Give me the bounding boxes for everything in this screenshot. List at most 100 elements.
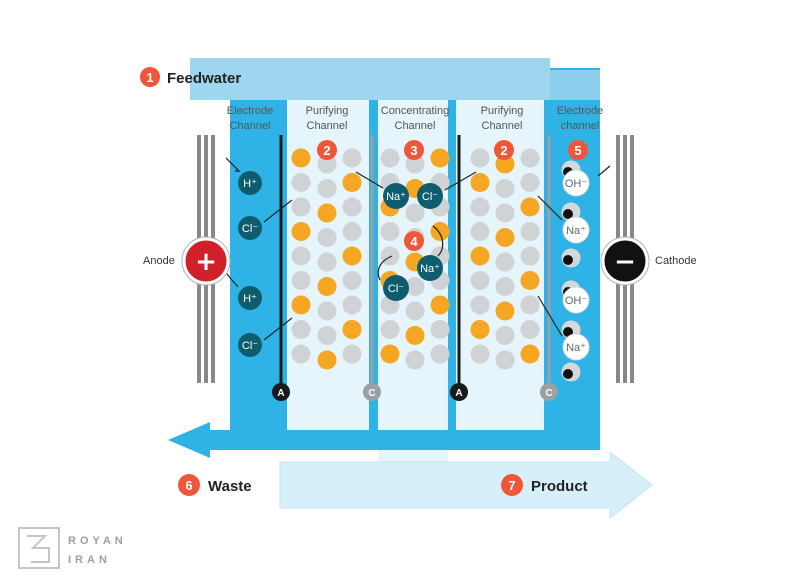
resin-bead <box>430 295 450 315</box>
ions: H⁺ Cl⁻ H⁺ Cl⁻ Na⁺ Cl⁻ Na⁺ Cl⁻ OH⁻ Na⁺ OH… <box>238 169 590 361</box>
step-badge-5 <box>568 140 588 160</box>
membrane-label-a: A <box>277 388 284 399</box>
resin-bead <box>520 271 540 290</box>
resin-bead <box>342 148 362 168</box>
resin-bead <box>291 246 311 266</box>
resin-bead <box>520 320 540 339</box>
membrane-label-c: C <box>368 388 375 399</box>
cathode: − Cathode <box>600 236 697 286</box>
resin-bead <box>317 326 337 345</box>
resin-bead <box>430 148 450 168</box>
channel-header-purifying-right: Channel <box>482 120 523 132</box>
resin-bead <box>291 320 311 339</box>
step-badges: 1 Feedwater 2 3 2 4 5 6 Waste 7 Product <box>140 67 588 496</box>
step-badge-3 <box>404 140 424 160</box>
resin-bead <box>342 173 362 192</box>
product-label: Product <box>531 478 588 495</box>
step-number-7: 7 <box>508 478 515 493</box>
resin-bead <box>470 271 490 290</box>
resin-bead <box>430 222 450 241</box>
resin-bead <box>291 295 311 315</box>
resin-bead-core <box>563 255 573 265</box>
channel-wall <box>448 100 456 450</box>
resin-bead <box>495 252 515 272</box>
step-badge-4 <box>404 231 424 251</box>
resin-bead <box>317 277 337 296</box>
resin-bead <box>317 350 337 370</box>
step-badge-7 <box>501 474 523 496</box>
resin-bead <box>317 301 337 321</box>
membrane-label-a: A <box>455 388 462 399</box>
step-number-5: 5 <box>574 143 581 158</box>
resin-bead <box>342 344 362 364</box>
resin-bead <box>291 344 311 364</box>
ion-na-plus: Na⁺ <box>566 225 586 237</box>
resin-bead <box>317 179 337 198</box>
anode-label: Anode <box>143 255 175 267</box>
channel-header-purifying-left: Purifying <box>306 105 349 117</box>
resin-bead <box>405 277 425 296</box>
resin-bead <box>380 148 400 168</box>
resin-bead <box>430 320 450 339</box>
resin-bead <box>291 271 311 290</box>
step-number-2: 2 <box>323 143 330 158</box>
ion-oh-minus: OH⁻ <box>565 178 588 190</box>
feedwater-label: Feedwater <box>167 70 241 87</box>
step-number-4: 4 <box>410 234 418 249</box>
resin-bead <box>291 197 311 217</box>
anode-symbol: + <box>195 247 217 277</box>
resin-bead <box>291 222 311 241</box>
step-number-6: 6 <box>185 478 192 493</box>
channel-header-electrode-right: Electrode <box>557 105 603 117</box>
ion-h-plus: H⁺ <box>243 293 257 305</box>
logo-line-1: ROYAN <box>68 535 127 547</box>
step-badge-1 <box>140 67 160 87</box>
cathode-symbol: − <box>614 247 636 277</box>
resin-bead <box>317 203 337 223</box>
resin-bead <box>495 179 515 198</box>
resin-bead <box>495 277 515 296</box>
channel-header-concentrating: Channel <box>395 120 436 132</box>
resin-bead <box>405 350 425 370</box>
resin-bead <box>520 197 540 217</box>
ion-cl-minus: Cl⁻ <box>242 340 258 352</box>
resin-bead <box>470 148 490 168</box>
anode: + Anode <box>143 236 231 286</box>
resin-bead <box>342 271 362 290</box>
resin-bead <box>520 295 540 315</box>
resin-bead <box>430 344 450 364</box>
channel-header-concentrating: Concentrating <box>381 105 450 117</box>
channel-headers: Electrode Channel Purifying Channel Conc… <box>227 105 603 132</box>
ion-na-plus: Na⁺ <box>386 191 406 203</box>
channel-header-electrode-left: Channel <box>230 120 271 132</box>
cathode-symbol-icon <box>601 237 649 285</box>
step-badge-2b <box>494 140 514 160</box>
royan-iran-logo: ROYAN IRAN <box>18 527 127 569</box>
membrane-label-c: C <box>545 388 552 399</box>
channel-wall <box>370 100 378 450</box>
feedwater-band <box>190 58 550 100</box>
resin-bead <box>470 344 490 364</box>
resin-bead <box>495 301 515 321</box>
resin-bead <box>291 148 311 168</box>
resin-bead <box>470 246 490 266</box>
resin-bead <box>380 246 400 266</box>
step-number-3: 3 <box>410 143 417 158</box>
resin-bead <box>342 295 362 315</box>
resin-bead <box>495 326 515 345</box>
resin-bead <box>495 203 515 223</box>
resin-bead <box>520 173 540 192</box>
resin-bead-core <box>563 327 573 337</box>
resin-bead <box>380 344 400 364</box>
resin-bead <box>342 197 362 217</box>
resin-bead <box>405 326 425 345</box>
step-number-1: 1 <box>146 70 153 85</box>
resin-bead <box>317 228 337 247</box>
channel-header-electrode-left: Electrode <box>227 105 273 117</box>
resin-bead <box>342 320 362 339</box>
resin-bead <box>291 173 311 192</box>
feedwater-band-right <box>550 70 600 100</box>
resin-bead <box>317 252 337 272</box>
ion-na-plus: Na⁺ <box>420 263 440 275</box>
ion-arrows <box>225 157 611 341</box>
